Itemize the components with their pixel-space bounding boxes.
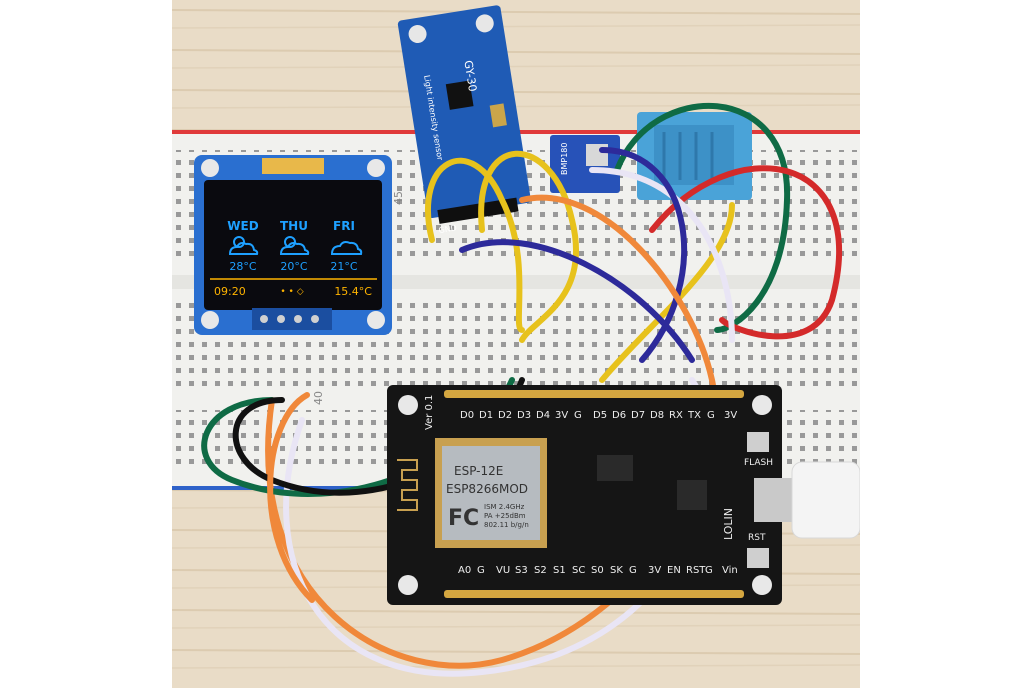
- regulator-chip: [597, 455, 633, 481]
- forecast-day-2: THU 20°C: [279, 219, 310, 273]
- cloud-icon: [330, 241, 363, 255]
- pin-label: S0: [591, 565, 604, 576]
- oled-header-pins: [260, 315, 319, 323]
- gy30-title: GY-30: [461, 59, 479, 92]
- rst-button[interactable]: [747, 548, 769, 568]
- oled-page-dots: • • ◇: [280, 287, 303, 297]
- board-brand: LOLIN: [722, 508, 735, 540]
- pin-label: D7: [631, 410, 645, 421]
- pin-label: S2: [534, 565, 547, 576]
- pin-label: S1: [553, 565, 566, 576]
- pin-label: RST: [686, 565, 706, 576]
- flash-label: FLASH: [744, 458, 773, 468]
- micro-usb-port: [754, 478, 794, 522]
- top-pin-labels: D0 D1 D2 D3 D4 3V G D5 D6 D7 D8 RX TX G …: [460, 410, 737, 421]
- pin-label: D4: [536, 410, 550, 421]
- forecast-day-label: WED: [227, 219, 258, 233]
- pin-label: D0: [460, 410, 474, 421]
- pin-label: D2: [498, 410, 512, 421]
- cloud-sun-icon: [228, 236, 259, 255]
- pin-label: 3V: [555, 410, 568, 421]
- bottom-pin-labels: A0 G VU S3 S2 S1 SC S0 SK G 3V EN RST G …: [458, 565, 738, 576]
- board-version: Ver 0.1: [424, 395, 435, 430]
- usb-chip: [677, 480, 707, 510]
- gy30-gnd-label: GND: [438, 223, 458, 235]
- row-number: 45: [392, 191, 405, 205]
- header-pins-bottom: [444, 590, 744, 598]
- ism-line: ISM 2.4GHz: [484, 503, 525, 511]
- pin-label: G: [477, 565, 485, 576]
- pin-label: EN: [667, 565, 681, 576]
- esp-module-title: ESP-12E: [454, 464, 503, 478]
- fc-mark: FC: [448, 506, 479, 531]
- pin-label: G: [629, 565, 637, 576]
- forecast-temp: 20°C: [280, 260, 307, 273]
- pin-label: Vin: [722, 565, 738, 576]
- oled-time: 09:20: [214, 285, 246, 298]
- pin-label: 3V: [648, 565, 661, 576]
- pin-label: D5: [593, 410, 607, 421]
- pin-label: RX: [669, 410, 683, 421]
- rst-label: RST: [748, 533, 766, 543]
- pin-label: S3: [515, 565, 528, 576]
- pin-label: 3V: [724, 410, 737, 421]
- forecast-day-3: FRI 21°C: [330, 219, 363, 273]
- pin-label: G: [707, 410, 715, 421]
- row-number-2: 40: [312, 391, 325, 405]
- esp-chip-name: ESP8266MOD: [446, 482, 528, 496]
- pin-label: D6: [612, 410, 626, 421]
- pin-label: A0: [458, 565, 471, 576]
- nodemcu-board: Ver 0.1 D0 D1 D2 D3 D4 3V G D5 D6 D7 D8 …: [387, 385, 860, 605]
- pin-label: VU: [496, 565, 510, 576]
- forecast-day-1: WED 28°C: [227, 219, 258, 273]
- oled-module: WED 28°C THU 20°C FRI 2: [194, 155, 392, 335]
- pin-label: D8: [650, 410, 664, 421]
- pin-label: G: [705, 565, 713, 576]
- pin-label: SC: [572, 565, 585, 576]
- pin-label: G: [574, 410, 582, 421]
- flash-button[interactable]: [747, 432, 769, 452]
- pin-label: D1: [479, 410, 493, 421]
- oled-current-temp: 15.4°C: [334, 285, 372, 298]
- pin-label: D3: [517, 410, 531, 421]
- esp12e-module: ESP-12E ESP8266MOD FC ISM 2.4GHz PA +25d…: [435, 438, 547, 548]
- pin-label: SK: [610, 565, 623, 576]
- forecast-temp: 28°C: [229, 260, 256, 273]
- forecast-day-label: THU: [280, 219, 308, 233]
- cloud-sun-icon: [279, 236, 310, 255]
- usb-cable: [791, 461, 860, 539]
- forecast-temp: 21°C: [330, 260, 357, 273]
- ism-line: PA +25dBm: [484, 512, 526, 520]
- pin-label: TX: [687, 410, 701, 421]
- header-pins-top: [444, 390, 744, 398]
- antenna-trace: [397, 459, 418, 511]
- ism-line: 802.11 b/g/n: [484, 521, 529, 529]
- photo: 45 40 WED: [172, 0, 860, 688]
- forecast-day-label: FRI: [333, 219, 355, 233]
- bmp180-label: BMP180: [560, 143, 569, 175]
